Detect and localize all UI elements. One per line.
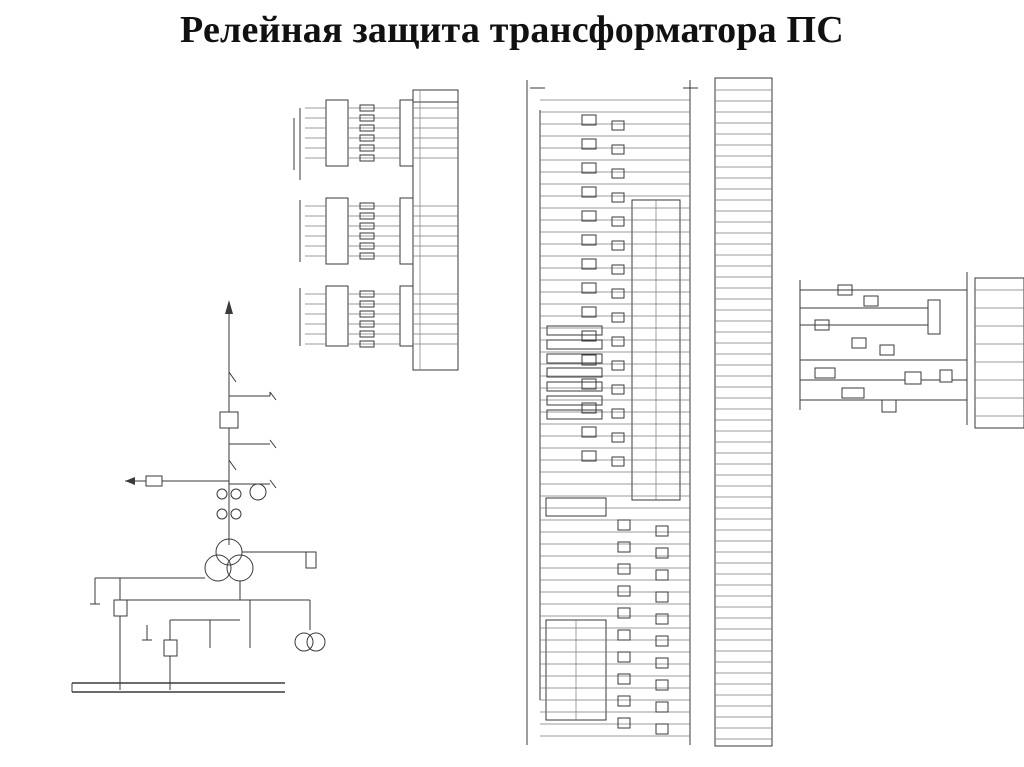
- terminal: [359, 134, 375, 142]
- relay-coil: [851, 337, 867, 349]
- relay-coil: [581, 378, 597, 390]
- relay-coil: [655, 657, 669, 669]
- relay-coil: [581, 402, 597, 414]
- contact-block: [546, 339, 603, 350]
- relay-coil: [655, 591, 669, 603]
- contact-block: [546, 409, 603, 420]
- relay-coil: [617, 585, 631, 597]
- terminal: [359, 320, 375, 328]
- relay-coil: [617, 607, 631, 619]
- relay-coil: [655, 635, 669, 647]
- relay-coil: [611, 408, 625, 419]
- relay-coil: [581, 186, 597, 198]
- terminal: [359, 242, 375, 250]
- contact-block: [546, 381, 603, 392]
- terminal: [359, 144, 375, 152]
- relay-coil: [617, 519, 631, 531]
- relay-coil: [814, 319, 830, 331]
- terminal: [359, 252, 375, 260]
- legend-rows: [715, 89, 772, 740]
- terminal: [359, 232, 375, 240]
- signal-circuit-rows: [814, 284, 1024, 417]
- relay-coil: [611, 288, 625, 299]
- relay-coil: [581, 162, 597, 174]
- terminal: [359, 154, 375, 162]
- relay-coil: [837, 284, 853, 296]
- relay-coil: [617, 563, 631, 575]
- relay-coil: [655, 613, 669, 625]
- terminal: [359, 124, 375, 132]
- primary-one-line-diagram: [71, 300, 326, 693]
- terminal: [359, 222, 375, 230]
- terminal: [359, 202, 375, 210]
- relay-coil: [581, 282, 597, 294]
- relay-coil: [611, 312, 625, 323]
- terminal: [359, 104, 375, 112]
- relay-coil: [611, 120, 625, 131]
- relay-coil: [581, 210, 597, 222]
- relay-coil: [611, 384, 625, 395]
- contact-block: [546, 367, 603, 378]
- relay-coil: [655, 569, 669, 581]
- relay-coil: [611, 456, 625, 467]
- contact-block: [546, 325, 603, 336]
- relay-coil: [655, 525, 669, 537]
- contact-block: [546, 353, 603, 364]
- terminal: [359, 300, 375, 308]
- relay-coil: [581, 306, 597, 318]
- relay-coil: [611, 360, 625, 371]
- relay-coil: [655, 547, 669, 559]
- control-circuit-rows: [540, 99, 690, 737]
- terminal: [359, 340, 375, 348]
- relay-coil: [655, 701, 669, 713]
- signal-circuit: [799, 272, 1024, 429]
- relay-coil: [581, 234, 597, 246]
- relay-coil: [581, 138, 597, 150]
- relay-coil: [611, 192, 625, 203]
- relay-coil: [611, 432, 625, 443]
- contact-block: [546, 395, 603, 406]
- relay-coil: [611, 144, 625, 155]
- relay-coil: [655, 679, 669, 691]
- relay-coil: [617, 629, 631, 641]
- relay-coil: [581, 426, 597, 438]
- current-circuits-block: [293, 89, 459, 371]
- relay-coil: [617, 673, 631, 685]
- relay-coil: [863, 295, 879, 307]
- relay-coil: [617, 541, 631, 553]
- terminal: [359, 290, 375, 298]
- terminal: [359, 212, 375, 220]
- relay-coil: [581, 114, 597, 126]
- terminal: [359, 310, 375, 318]
- control-circuits: [526, 80, 698, 745]
- relay-coil: [617, 717, 631, 729]
- page-title: Релейная защита трансформатора ПС: [180, 9, 844, 51]
- relay-coil: [581, 450, 597, 462]
- relay-coil: [611, 216, 625, 227]
- relay-coil: [581, 354, 597, 366]
- terminal: [359, 114, 375, 122]
- relay-coil: [879, 344, 895, 356]
- relay-coil: [581, 330, 597, 342]
- relay-coil: [611, 240, 625, 251]
- relay-coil: [617, 651, 631, 663]
- relay-coil: [655, 723, 669, 735]
- current-circuit-rows: [305, 104, 458, 348]
- terminal: [359, 330, 375, 338]
- arrow-up-icon: [225, 300, 233, 314]
- relay-coil: [617, 695, 631, 707]
- relay-coil: [611, 168, 625, 179]
- relay-coil: [611, 336, 625, 347]
- relay-coil: [581, 258, 597, 270]
- relay-coil: [611, 264, 625, 275]
